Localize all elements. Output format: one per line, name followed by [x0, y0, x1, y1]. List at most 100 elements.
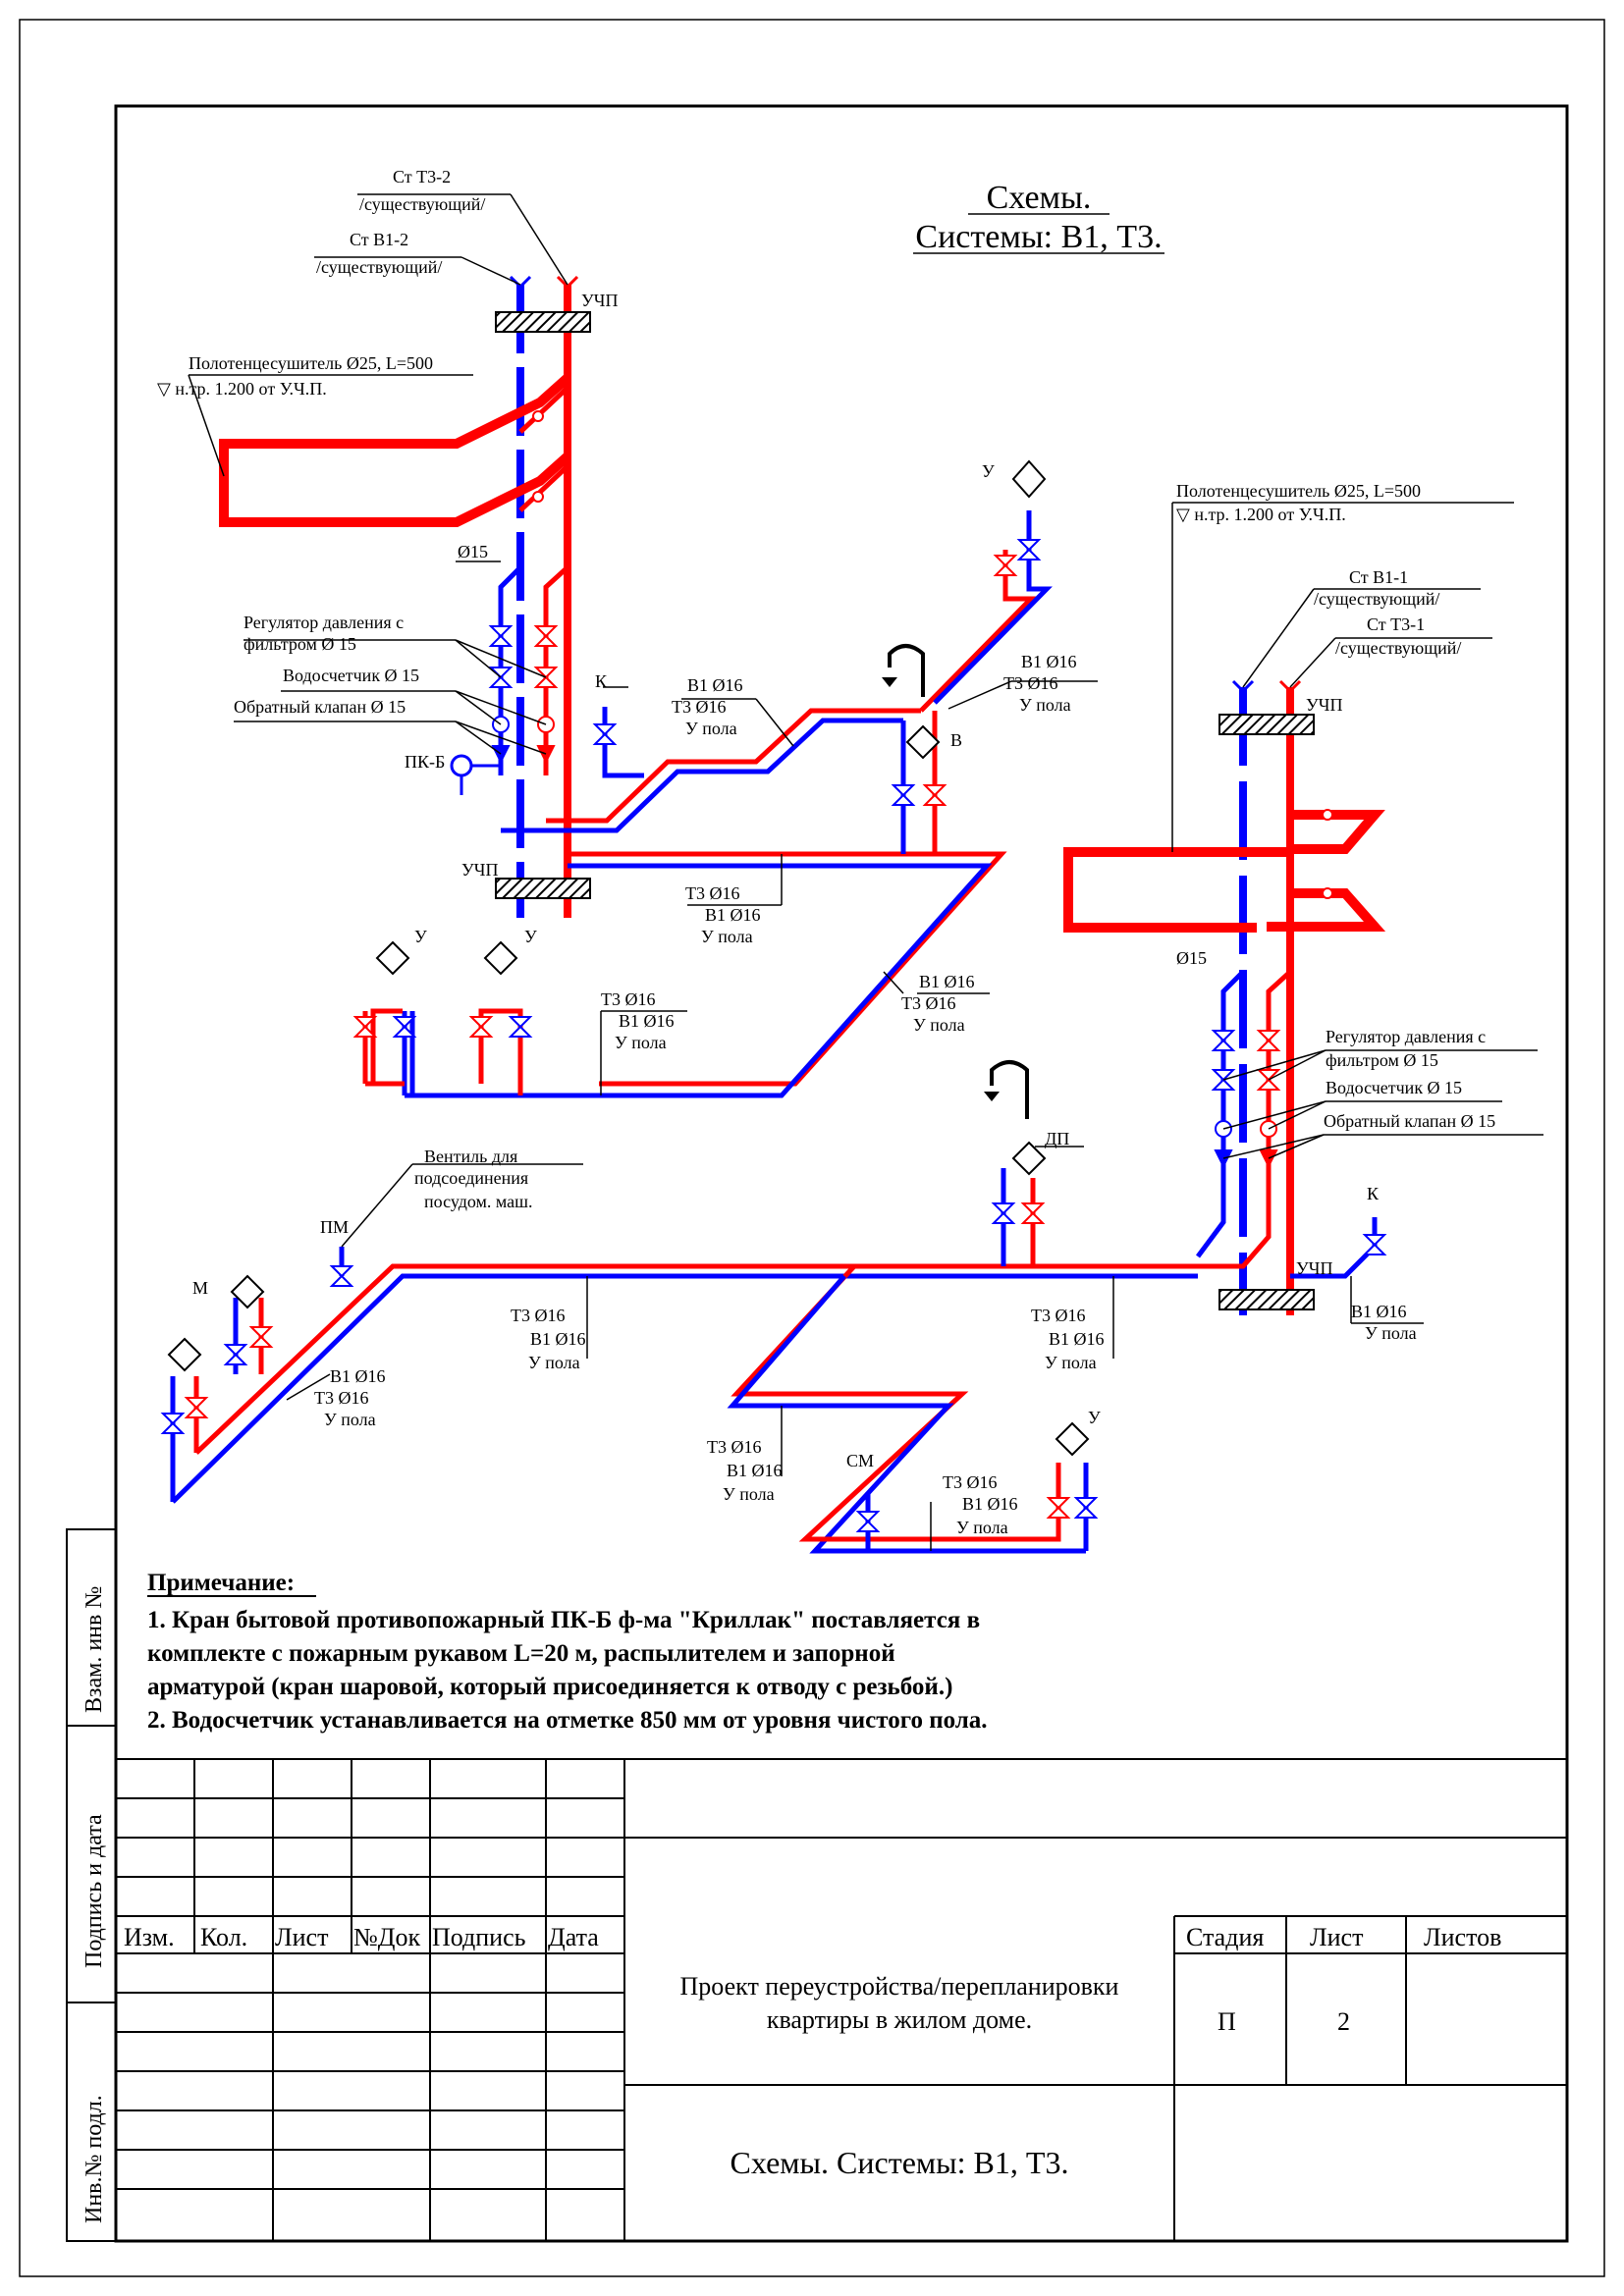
right-uchp-top: УЧП [1306, 695, 1342, 715]
notes-line-2: комплекте с пожарным рукавом L=20 м, рас… [147, 1640, 895, 1667]
tb-col-list: Лист [275, 1923, 328, 1951]
floor-slab-top-left [495, 311, 591, 333]
tb-col-ndok: №Док [353, 1923, 421, 1951]
side-stamp-signature: Подпись и дата [81, 1814, 107, 1968]
right-t3-riser-label: Ст Т3-1 [1367, 614, 1425, 634]
pipe-floor-label-8: У пола [324, 1410, 376, 1429]
title-block [116, 1758, 1567, 2241]
right-meter-label: Водосчетчик Ø 15 [1326, 1078, 1462, 1097]
left-t3-riser-label: Ст Т3-2 [393, 167, 451, 187]
left-uchp-top: УЧП [581, 291, 618, 310]
pipe-b1-label-1: В1 Ø16 [687, 675, 743, 695]
tb-project-line-1: Проект переустройства/перепланировки [680, 1972, 1119, 2001]
notes-line-3: арматурой (кран шаровой, который присоед… [147, 1674, 952, 1700]
title-line-2: Системы: В1, Т3. [915, 219, 1162, 255]
pipe-t3-label-2: Т3 Ø16 [1003, 673, 1058, 693]
pipe-floor-label-5: У пола [615, 1033, 667, 1052]
pipe-t3-label-9: Т3 Ø16 [707, 1437, 762, 1457]
fixture-k-right: К [1367, 1184, 1380, 1203]
left-riser-labels [188, 193, 568, 755]
fixture-pm: ПМ [320, 1217, 349, 1237]
right-regulator-label-1: Регулятор давления с [1326, 1027, 1486, 1046]
valve-note-line-2: подсоединения [414, 1168, 528, 1188]
tb-sheets-label: Листов [1424, 1923, 1501, 1951]
pipe-b1-label-8: В1 Ø16 [330, 1366, 386, 1386]
pipe-t3-label-7: Т3 Ø16 [1031, 1306, 1086, 1325]
pipe-b1-label-10: В1 Ø16 [962, 1494, 1018, 1514]
pipe-floor-label-4: У пола [913, 1015, 965, 1035]
left-riser-group [219, 275, 591, 918]
floor-slab-bottom-right [1218, 1289, 1315, 1310]
fixture-k-top: К [595, 671, 608, 691]
right-towel-mark: ▽ н.тр. 1.200 от У.Ч.П. [1176, 505, 1346, 524]
tb-col-data: Дата [548, 1923, 599, 1951]
right-t3-riser-sub: /существующий/ [1335, 638, 1461, 658]
towel-dryer-left [219, 374, 571, 527]
pipe-t3-label-4: Т3 Ø16 [901, 993, 956, 1013]
pipe-floor-label-9: У пола [723, 1484, 775, 1504]
right-check-valve-label: Обратный клапан Ø 15 [1324, 1111, 1495, 1131]
pipe-floor-label-right: У пола [1365, 1323, 1417, 1343]
left-t3-riser-sub: /существующий/ [359, 194, 485, 214]
valve-note-line-3: посудом. маш. [424, 1192, 533, 1211]
pipe-floor-label-2: У пола [1019, 695, 1071, 715]
outer-frame [19, 19, 1605, 2277]
fixture-m: М [192, 1278, 208, 1298]
title-line-1: Схемы. [987, 180, 1092, 216]
pipe-b1-label-right: В1 Ø16 [1351, 1302, 1407, 1321]
left-uchp-bottom: УЧП [461, 860, 498, 880]
fixture-v: В [950, 730, 962, 750]
tb-stage-value: П [1218, 2007, 1236, 2036]
pipe-b1-label-2: В1 Ø16 [1021, 652, 1077, 671]
tb-sheet-label: Лист [1310, 1923, 1363, 1951]
fixture-u-left-2: У [524, 927, 537, 946]
tb-stage-label: Стадия [1186, 1923, 1264, 1951]
towel-dryer-right [1063, 810, 1386, 933]
pipe-t3-label-6: Т3 Ø16 [511, 1306, 566, 1325]
pipe-b1-label-9: В1 Ø16 [727, 1461, 783, 1480]
side-stamp-replacement: Взам. инв № [81, 1586, 107, 1713]
tb-col-kol: Кол. [200, 1923, 247, 1951]
left-dia-label: Ø15 [458, 542, 488, 561]
side-stamp [66, 1528, 117, 2242]
pipe-t3-label-10: Т3 Ø16 [943, 1472, 998, 1492]
lower-distribution [170, 1168, 1198, 1554]
right-towel-label: Полотенцесушитель Ø25, L=500 [1176, 481, 1421, 501]
fire-cabinet-label: ПК-Б [405, 752, 445, 772]
pipe-t3-label-8: Т3 Ø16 [314, 1388, 369, 1408]
right-b1-riser-label: Ст В1-1 [1349, 567, 1408, 587]
pipe-b1-label-3: В1 Ø16 [705, 905, 761, 925]
shower-icon-dp [990, 1060, 1029, 1119]
pipe-floor-label-1: У пола [685, 719, 737, 738]
tb-sheet-value: 2 [1337, 2007, 1350, 2036]
tb-project-line-2: квартиры в жилом доме. [767, 2005, 1032, 2034]
fixture-u-left-1: У [414, 927, 427, 946]
pipe-floor-label-10: У пола [956, 1518, 1008, 1537]
pipe-floor-label-3: У пола [701, 927, 753, 946]
right-uchp-bottom: УЧП [1296, 1258, 1332, 1278]
pipe-t3-label-1: Т3 Ø16 [672, 697, 727, 717]
fixture-u-bottom: У [1088, 1408, 1101, 1427]
pipe-t3-label-3: Т3 Ø16 [685, 883, 740, 903]
floor-slab-bottom-left [495, 878, 591, 899]
right-dia-label: Ø15 [1176, 948, 1207, 968]
valve-note-line-1: Вентиль для [424, 1147, 517, 1166]
fire-hose-cabinet-icon [450, 754, 473, 777]
shower-icon-bath [888, 644, 925, 697]
left-towel-mark: ▽ н.тр. 1.200 от У.Ч.П. [157, 379, 327, 399]
notes-line-1: 1. Кран бытовой противопожарный ПК-Б ф-м… [147, 1607, 980, 1633]
tb-col-podpis: Подпись [432, 1923, 526, 1951]
pipe-b1-label-7: В1 Ø16 [1049, 1329, 1105, 1349]
left-regulator-label-2: фильтром Ø 15 [244, 634, 356, 654]
upper-fixture-symbols [352, 459, 1047, 1038]
right-regulator-label-2: фильтром Ø 15 [1326, 1050, 1438, 1070]
left-b1-riser-label: Ст В1-2 [350, 230, 408, 249]
pipe-floor-label-6: У пола [528, 1353, 580, 1372]
lower-fixture-symbols [160, 1141, 1099, 1532]
left-towel-label: Полотенцесушитель Ø25, L=500 [189, 353, 433, 373]
left-regulator-label-1: Регулятор давления с [244, 613, 404, 632]
floor-slab-top-right [1218, 714, 1315, 735]
tb-col-izm: Изм. [124, 1923, 175, 1951]
left-meter-label: Водосчетчик Ø 15 [283, 666, 419, 685]
